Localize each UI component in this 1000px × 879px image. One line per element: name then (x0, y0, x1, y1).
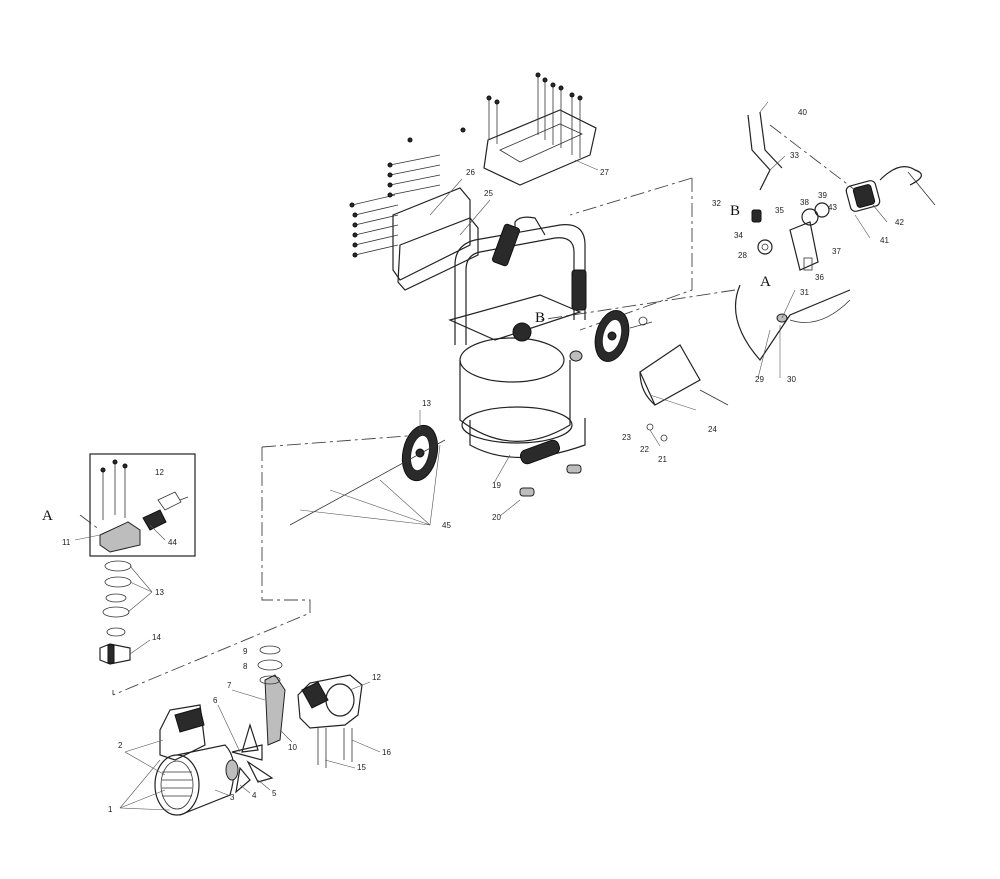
part-label-5: 5 (272, 789, 277, 798)
part-label-32: 32 (712, 199, 721, 208)
part-label-37: 37 (832, 247, 841, 256)
part-label-15: 15 (357, 763, 366, 772)
part-label-38: 38 (800, 198, 809, 207)
part-label-33: 33 (790, 151, 799, 160)
tank-and-frame (448, 216, 587, 497)
leader-lines (74, 101, 888, 811)
part-label-36: 36 (815, 273, 824, 282)
part-label-24: 24 (708, 425, 717, 434)
part-label-12-kit: 12 (155, 468, 164, 477)
part-label-28: 28 (738, 251, 747, 260)
part-label-42: 42 (895, 218, 904, 227)
air-manifold-assembly (734, 111, 936, 361)
top-mounting-plate (483, 72, 597, 186)
part-label-4: 4 (252, 791, 257, 800)
part-label-13-valve: 13 (155, 588, 164, 597)
wheel-left (289, 424, 446, 526)
callout-a-left: A (42, 508, 53, 524)
part-label-29: 29 (755, 375, 764, 384)
callout-b-right: B (730, 203, 740, 219)
part-label-31: 31 (800, 288, 809, 297)
part-label-12-motor: 12 (372, 673, 381, 682)
side-shroud-plates (349, 127, 479, 291)
part-label-27: 27 (600, 168, 609, 177)
part-label-2: 2 (118, 741, 123, 750)
part-label-1: 1 (108, 805, 113, 814)
part-label-23: 23 (622, 433, 631, 442)
part-label-21: 21 (658, 455, 667, 464)
part-number-labels: 1 2 3 4 5 6 7 8 9 10 11 12 12 13 13 14 1… (62, 108, 904, 814)
part-label-26: 26 (466, 168, 475, 177)
part-label-41: 41 (880, 236, 889, 245)
part-label-9: 9 (243, 647, 248, 656)
part-label-20: 20 (492, 513, 501, 522)
wheel-right (594, 310, 653, 362)
part-label-39: 39 (818, 191, 827, 200)
deflector-shield (639, 344, 729, 442)
part-label-14: 14 (152, 633, 161, 642)
part-label-25: 25 (484, 189, 493, 198)
part-label-8: 8 (243, 662, 248, 671)
assembly-guide-lines (79, 124, 856, 696)
part-label-40: 40 (798, 108, 807, 117)
head-kit-inset (89, 453, 196, 557)
part-label-13-wheel: 13 (422, 399, 431, 408)
part-label-3: 3 (230, 793, 235, 802)
callout-b-center: B (535, 310, 545, 326)
part-label-44: 44 (168, 538, 177, 547)
part-label-19: 19 (492, 481, 501, 490)
part-label-6: 6 (213, 696, 218, 705)
motor-crankcase-assembly (154, 645, 363, 816)
valve-plate-stack (99, 560, 132, 665)
part-label-11: 11 (62, 538, 71, 547)
part-label-10: 10 (288, 743, 297, 752)
part-label-34: 34 (734, 231, 743, 240)
callout-a-right: A (760, 274, 771, 290)
part-label-43: 43 (828, 203, 837, 212)
part-label-22: 22 (640, 445, 649, 454)
part-label-16: 16 (382, 748, 391, 757)
part-label-7: 7 (227, 681, 232, 690)
part-label-30: 30 (787, 375, 796, 384)
part-label-45: 45 (442, 521, 451, 530)
part-label-35: 35 (775, 206, 784, 215)
callout-letters: A A B B (42, 203, 771, 524)
